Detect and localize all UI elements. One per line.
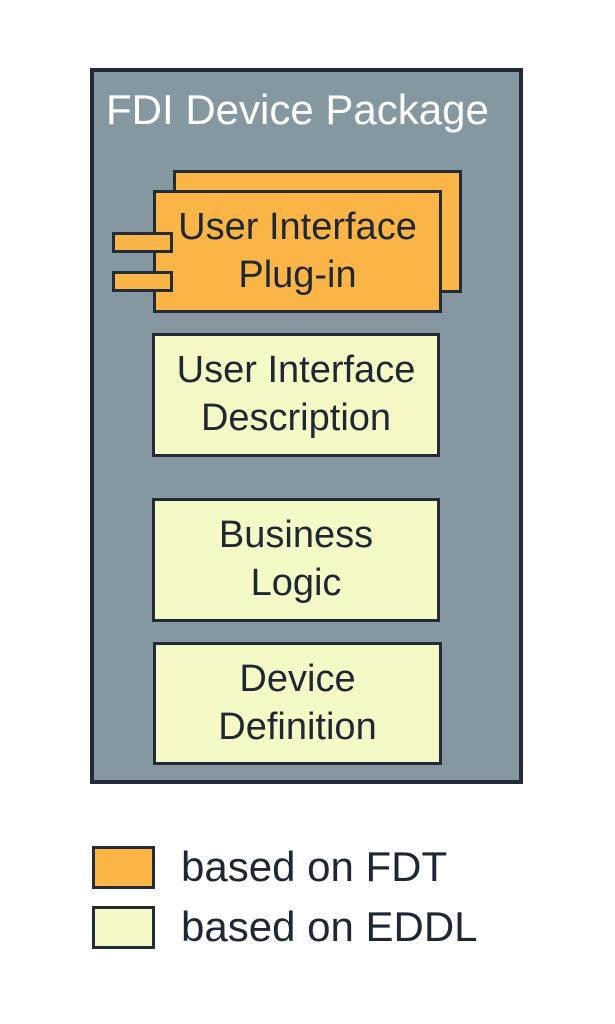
- component-port-tab-bottom: [112, 271, 173, 292]
- legend-label-eddl: based on EDDL: [181, 903, 478, 950]
- business-logic-box: Business Logic: [152, 498, 440, 622]
- component-port-tab-top: [112, 232, 173, 253]
- ui-plugin-label-line1: User Interface: [178, 205, 417, 248]
- legend-swatch-eddl: [92, 905, 155, 949]
- device-definition-box: Device Definition: [153, 642, 442, 765]
- ui-description-label-line1: User Interface: [176, 349, 416, 392]
- component-front-box: User Interface Plug-in: [153, 190, 442, 313]
- device-definition-label-line2: Definition: [218, 705, 377, 748]
- fdi-device-package-container: FDI Device Package User Interface Plug-i…: [90, 68, 523, 784]
- ui-description-label-line2: Description: [200, 397, 392, 439]
- ui-plugin-label-line2: Plug-in: [238, 253, 357, 296]
- business-logic-label-line2: Logic: [250, 562, 342, 604]
- package-title: FDI Device Package: [106, 86, 489, 133]
- device-definition-label-line1: Device: [239, 657, 356, 700]
- legend-row-eddl: based on EDDL: [92, 903, 478, 951]
- ui-description-box: User Interface Description: [152, 333, 440, 457]
- legend-swatch-fdt: [92, 845, 155, 889]
- business-logic-label-line1: Business: [218, 514, 374, 557]
- legend-label-fdt: based on FDT: [181, 843, 448, 890]
- legend-row-fdt: based on FDT: [92, 843, 447, 891]
